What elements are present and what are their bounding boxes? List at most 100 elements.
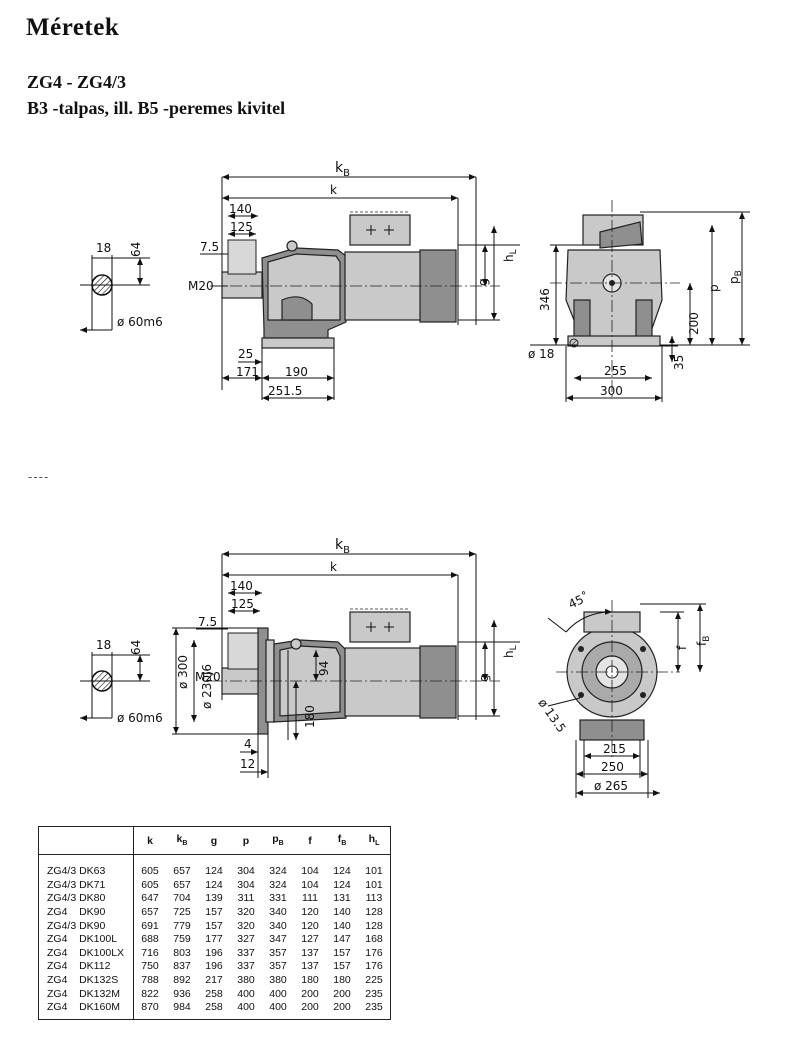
bottom-94-label: 94 bbox=[317, 661, 331, 676]
table-cell-value: 120 bbox=[301, 906, 319, 919]
table-cell-value: 691 bbox=[133, 919, 166, 933]
table-cell-value: 196 bbox=[205, 960, 223, 973]
side-346-label: 346 bbox=[538, 288, 552, 311]
table-cell-value: 157 bbox=[205, 919, 223, 932]
table-cell-value: 327 bbox=[237, 933, 255, 946]
table-cell-value: 688 bbox=[133, 932, 166, 947]
table-cell-value: 235 bbox=[365, 987, 383, 1000]
table-cell-value: 304 bbox=[237, 865, 255, 878]
top-140-label: 140 bbox=[229, 202, 252, 216]
table-cell-model: ZG4 DK132M bbox=[47, 987, 120, 1000]
top-7-5-label: 7.5 bbox=[200, 240, 219, 254]
bottom-shaft-end-view: 18 64 ø 60m6 bbox=[80, 638, 163, 725]
table-cell-value: 400 bbox=[237, 987, 255, 1000]
bottom-230-label: ø 230j6 bbox=[200, 664, 214, 709]
bottom-end-view: 45˚ f fB ø 13.5 215 250 ø 265 bbox=[535, 589, 712, 798]
table-cell-value: 657 bbox=[173, 865, 191, 878]
table-cell-value: 124 bbox=[205, 865, 223, 878]
top-shaft-18-label: 18 bbox=[96, 241, 111, 255]
table-cell-value: 984 bbox=[173, 1001, 191, 1014]
bottom-main-view: kB k 140 125 7.5 M20 ø 300 ø 230j6 180 9… bbox=[172, 537, 520, 778]
table-header-cell: kB bbox=[166, 826, 198, 855]
bottom-shaft-64-label: 64 bbox=[129, 640, 143, 655]
table-cell-value: 127 bbox=[301, 933, 319, 946]
top-125-label: 125 bbox=[230, 220, 253, 234]
table-cell-value: 176 bbox=[365, 960, 383, 973]
table-cell-value: 101 bbox=[365, 865, 383, 878]
table-header-cell: fB bbox=[326, 826, 358, 855]
table-cell-value: 200 bbox=[333, 987, 351, 1000]
table-cell-value: 131 bbox=[333, 892, 351, 905]
table-cell-model: ZG4 DK132S bbox=[47, 974, 119, 987]
bottom-4-label: 4 bbox=[244, 737, 252, 751]
table-cell-value: 140 bbox=[333, 919, 351, 932]
side-p-label: p bbox=[707, 284, 721, 292]
end-215-label: 215 bbox=[603, 742, 626, 756]
top-shaft-end-view: 18 64 ø 60m6 bbox=[80, 241, 163, 333]
table-cell-value: 657 bbox=[133, 905, 166, 920]
table-cell-model: ZG4/3 DK63 bbox=[47, 865, 106, 878]
table-cell-value: 324 bbox=[269, 878, 287, 891]
bottom-shaft-18-label: 18 bbox=[96, 638, 111, 652]
table-cell-value: 704 bbox=[173, 892, 191, 905]
table-cell-value: 258 bbox=[205, 987, 223, 1000]
table-cell-value: 137 bbox=[301, 946, 319, 959]
table-cell-value: 128 bbox=[365, 919, 383, 932]
table-cell-value: 140 bbox=[333, 906, 351, 919]
table-cell-value: 347 bbox=[269, 933, 287, 946]
table-cell-value: 101 bbox=[365, 878, 383, 891]
side-255-label: 255 bbox=[604, 364, 627, 378]
end-f-label: f bbox=[675, 645, 689, 650]
table-cell-value: 124 bbox=[333, 878, 351, 891]
table-cell-value: 104 bbox=[301, 865, 319, 878]
table-cell-value: 120 bbox=[301, 919, 319, 932]
table-cell-value: 139 bbox=[205, 892, 223, 905]
separator-mark: ---- bbox=[28, 470, 50, 484]
bottom-k-label: k bbox=[330, 560, 337, 574]
table-cell-model: ZG4/3 DK80 bbox=[47, 892, 106, 905]
table-cell-value: 822 bbox=[133, 987, 166, 1001]
side-300-label: 300 bbox=[600, 384, 623, 398]
table-cell-value: 605 bbox=[133, 878, 166, 893]
variant-subtitle: B3 -talpas, ill. B5 -peremes kivitel bbox=[27, 98, 286, 118]
end-fB-label: fB bbox=[695, 636, 712, 646]
side-dia18-label: ø 18 bbox=[528, 347, 554, 361]
table-cell-value: 124 bbox=[333, 865, 351, 878]
table-cell-value: 647 bbox=[133, 892, 166, 906]
table-cell-value: 380 bbox=[269, 974, 287, 987]
table-cell-value: 168 bbox=[365, 933, 383, 946]
table-cell-value: 235 bbox=[365, 1001, 383, 1014]
bottom-shaft-dia-label: ø 60m6 bbox=[117, 711, 163, 725]
table-cell-value: 176 bbox=[365, 946, 383, 959]
table-cell-value: 320 bbox=[237, 906, 255, 919]
table-cell-value: 177 bbox=[205, 933, 223, 946]
bottom-125-label: 125 bbox=[231, 597, 254, 611]
table-cell-value: 657 bbox=[173, 878, 191, 891]
table-cell-value: 137 bbox=[301, 960, 319, 973]
bottom-7-5-label: 7.5 bbox=[198, 615, 217, 629]
table-cell-value: 837 bbox=[173, 960, 191, 973]
table-cell-value: 311 bbox=[237, 892, 255, 905]
table-cell-value: 340 bbox=[269, 906, 287, 919]
top-25-label: 25 bbox=[238, 347, 253, 361]
table-cell-value: 200 bbox=[333, 1001, 351, 1014]
table-cell-value: 104 bbox=[301, 878, 319, 891]
table-cell-value: 357 bbox=[269, 946, 287, 959]
table-cell-value: 324 bbox=[269, 865, 287, 878]
table-cell-value: 892 bbox=[173, 974, 191, 987]
table-cell-value: 200 bbox=[301, 987, 319, 1000]
table-cell-value: 337 bbox=[237, 946, 255, 959]
side-200-label: 200 bbox=[687, 312, 701, 335]
table-cell-value: 759 bbox=[173, 933, 191, 946]
top-190-label: 190 bbox=[285, 365, 308, 379]
table-cell-value: 331 bbox=[269, 892, 287, 905]
